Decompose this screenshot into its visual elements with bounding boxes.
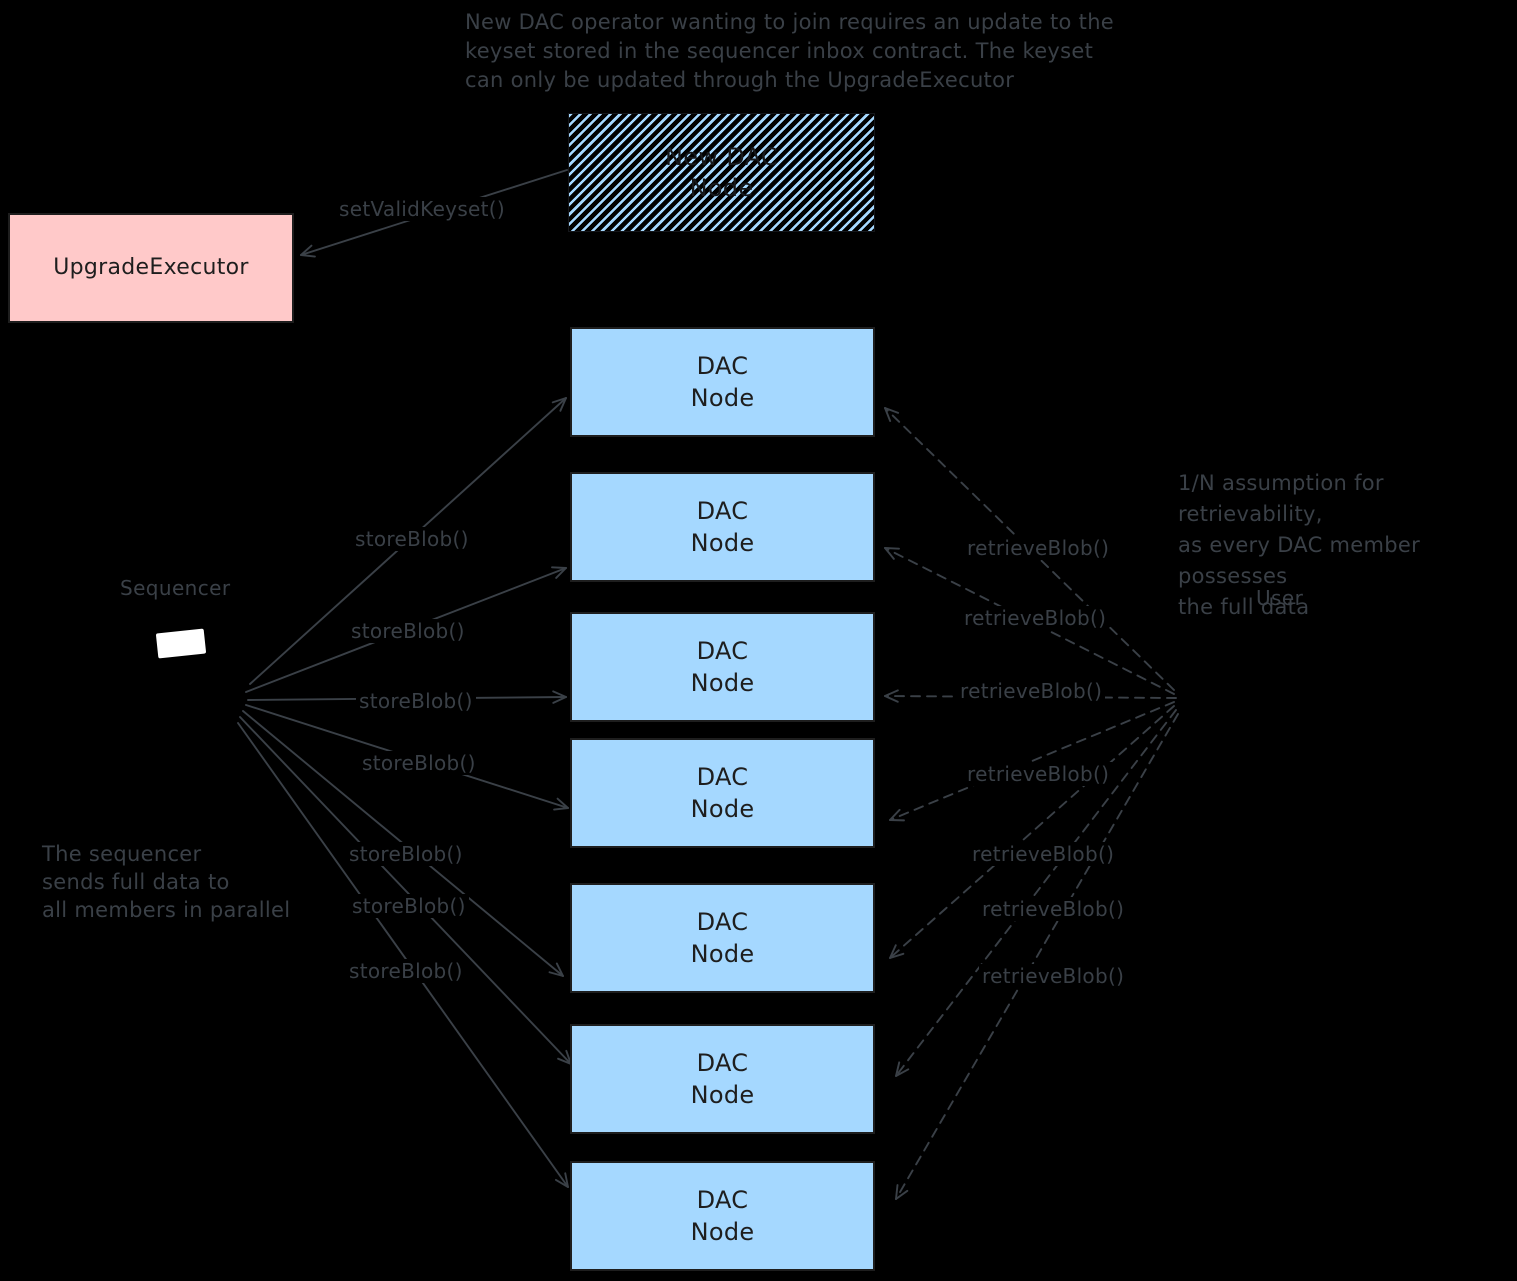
retrieve-blob-arrow-4 [889, 701, 1175, 822]
retrieve-blob-label-1: retrieveBlob() [964, 536, 1113, 560]
retrieve-blob-arrow-6 [895, 709, 1177, 1077]
dac-node-box-5: DAC Node [570, 883, 875, 993]
store-blob-label-4: storeBlob() [359, 751, 479, 775]
dac-node-label: DAC Node [690, 908, 755, 968]
retrieve-blob-arrow-5 [889, 705, 1175, 959]
store-blob-label-1: storeBlob() [352, 527, 472, 551]
upgrade-executor-box: UpgradeExecutor [8, 213, 294, 323]
dac-node-label: DAC Node [690, 497, 755, 557]
dac-node-box-6: DAC Node [570, 1024, 875, 1134]
retrieve-blob-label-4: retrieveBlob() [964, 762, 1113, 786]
dac-node-label: DAC Node [690, 637, 755, 697]
retrieve-blob-label-3: retrieveBlob() [957, 679, 1106, 703]
top-annotation: New DAC operator wanting to join require… [465, 10, 1115, 92]
bottom-left-annotation: The sequencer sends full data to all mem… [42, 842, 291, 922]
new-dac-node-box: New DAC Node [568, 113, 875, 232]
store-blob-label-7: storeBlob() [346, 959, 466, 983]
retrieve-blob-label-6: retrieveBlob() [979, 897, 1128, 921]
dac-node-label: DAC Node [690, 352, 755, 412]
dac-node-box-4: DAC Node [570, 738, 875, 848]
dac-node-box-7: DAC Node [570, 1161, 875, 1271]
set-valid-keyset-label: setValidKeyset() [336, 197, 508, 221]
upgrade-executor-label: UpgradeExecutor [53, 255, 249, 280]
store-blob-arrow-7 [237, 722, 569, 1188]
dac-node-label: DAC Node [690, 1049, 755, 1109]
retrieve-blob-label-5: retrieveBlob() [969, 842, 1118, 866]
dac-node-label: DAC Node [690, 1186, 755, 1246]
new-dac-node-label: New DAC Node [665, 142, 778, 202]
sequencer-label: Sequencer [120, 576, 231, 600]
dac-node-box-2: DAC Node [570, 472, 875, 582]
store-blob-label-5: storeBlob() [346, 842, 466, 866]
store-blob-label-2: storeBlob() [348, 619, 468, 643]
dac-node-box-1: DAC Node [570, 327, 875, 437]
right-annotation: 1/N assumption for retrievability, as ev… [1178, 471, 1421, 619]
user-label: User [1256, 586, 1304, 610]
store-blob-label-3: storeBlob() [356, 689, 476, 713]
laptop-icon [155, 628, 207, 659]
retrieve-blob-label-7: retrieveBlob() [979, 964, 1128, 988]
retrieve-blob-label-2: retrieveBlob() [961, 606, 1110, 630]
dac-node-box-3: DAC Node [570, 612, 875, 722]
store-blob-label-6: storeBlob() [349, 894, 469, 918]
retrieve-blob-arrow-7 [895, 713, 1179, 1200]
dac-node-label: DAC Node [690, 763, 755, 823]
